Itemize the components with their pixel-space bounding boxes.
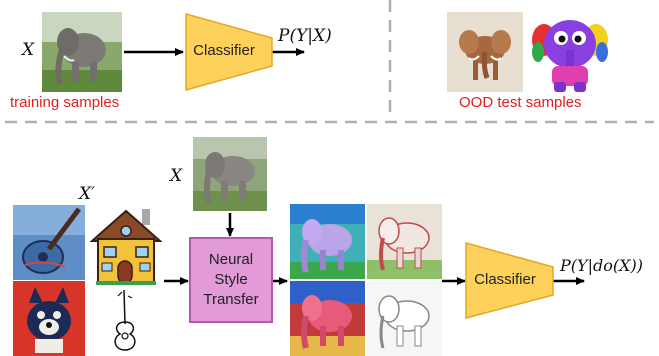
classifier-bottom bbox=[465, 242, 554, 319]
neural-style-transfer-box bbox=[189, 237, 273, 323]
nst-label: Neural Style Transfer bbox=[190, 250, 272, 310]
stylized-elephant-4-icon bbox=[367, 281, 442, 356]
nst-label-line-3: Transfer bbox=[203, 291, 259, 308]
guitar-painting-icon bbox=[13, 205, 85, 280]
classifier-bottom-label: Classifier bbox=[474, 271, 536, 288]
input-x-label: X bbox=[22, 40, 35, 60]
dog-painting-icon bbox=[13, 281, 85, 356]
style-x-prime-label: X′ bbox=[79, 184, 95, 204]
content-x-label: X bbox=[170, 166, 183, 186]
classifier-top-label: Classifier bbox=[193, 42, 255, 59]
content-elephant-icon bbox=[193, 137, 267, 211]
stylized-elephant-1-icon bbox=[290, 204, 365, 279]
stylized-elephants-grid bbox=[290, 204, 442, 356]
nst-label-line-2: Style bbox=[214, 271, 248, 288]
training-samples-caption: training samples bbox=[10, 94, 120, 111]
output-top-label: P(Y|X) bbox=[278, 26, 332, 46]
house-drawing-icon bbox=[88, 205, 164, 287]
stylized-elephant-2-icon bbox=[367, 204, 442, 279]
output-bottom-label: P(Y|do(X)) bbox=[560, 256, 643, 275]
elephant-cartoon-icon bbox=[530, 10, 610, 94]
output-top-text: P(Y|X) bbox=[278, 26, 332, 46]
ood-samples-caption: OOD test samples bbox=[459, 94, 582, 111]
elephant-painting-icon bbox=[447, 12, 523, 92]
stylized-elephant-3-icon bbox=[290, 281, 365, 356]
nst-label-line-1: Neural bbox=[208, 251, 254, 268]
classifier-top bbox=[185, 13, 273, 91]
guitar-sketch-icon bbox=[114, 289, 136, 351]
elephant-photo-icon bbox=[42, 12, 122, 92]
